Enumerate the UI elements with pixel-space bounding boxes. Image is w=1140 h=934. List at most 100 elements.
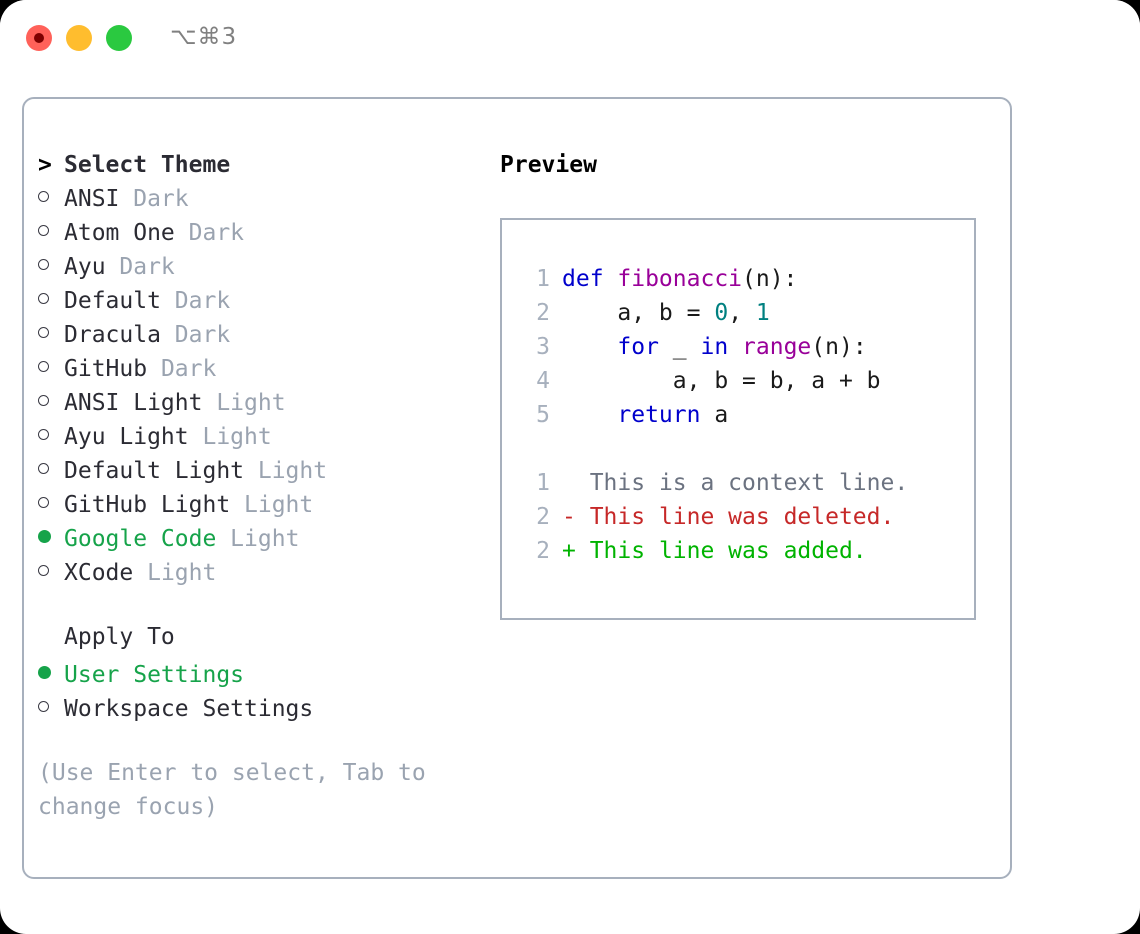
theme-option-label: Default: [64, 288, 161, 314]
theme-option-label: Default Light: [64, 458, 245, 484]
code-diff-spacer: [520, 436, 968, 470]
bullet-shape: [38, 327, 49, 338]
theme-option-github[interactable]: GitHub Dark: [38, 352, 488, 386]
radio-unselected-icon: [38, 420, 64, 454]
code-token-fn: fibonacci: [617, 266, 743, 292]
code-token-plain: (n):: [811, 334, 867, 360]
code-token-kw: for: [617, 334, 659, 360]
code-token-kw: in: [700, 334, 729, 360]
code-line: 2 a, b = 0, 1: [520, 300, 968, 334]
theme-option-label: GitHub: [64, 356, 148, 382]
code-token-plain: [562, 402, 617, 428]
diff-sign: [562, 470, 576, 496]
apply-to-header-label: Apply To: [64, 624, 175, 650]
theme-option-label: Ayu Light: [64, 424, 189, 450]
code-token-kw: return: [617, 402, 701, 428]
theme-option-variant: Light: [188, 424, 272, 450]
bullet-shape: [38, 666, 51, 679]
line-number: 4: [536, 368, 550, 394]
radio-unselected-icon: [38, 454, 64, 488]
theme-option-variant: Light: [216, 526, 300, 552]
code-token-plain: _: [658, 334, 701, 360]
bullet-shape: [38, 530, 51, 543]
radio-unselected-icon: [38, 386, 64, 420]
line-number: 1: [536, 470, 550, 496]
theme-option-variant: Dark: [147, 356, 217, 382]
section-spacer: [38, 590, 488, 624]
bullet-shape: [38, 225, 49, 236]
theme-option-label: Ayu: [64, 254, 106, 280]
theme-option-variant: Light: [230, 492, 314, 518]
maximize-button[interactable]: [106, 25, 132, 51]
keyboard-hint-text: (Use Enter to select, Tab to change focu…: [38, 760, 440, 820]
bullet-shape: [38, 293, 49, 304]
code-line-text: a, b = 0, 1: [562, 300, 769, 326]
radio-unselected-icon: [38, 692, 64, 726]
radio-selected-icon: [38, 658, 64, 692]
code-line-text: def fibonacci(n):: [562, 266, 797, 292]
theme-option-ayu[interactable]: Ayu Dark: [38, 250, 488, 284]
radio-unselected-icon: [38, 250, 64, 284]
apply-to-option-label: Workspace Settings: [64, 696, 314, 722]
radio-selected-icon: [38, 522, 64, 556]
diff-line-ctx: 1 This is a context line.: [520, 470, 968, 504]
diff-line-text: This is a context line.: [575, 470, 909, 496]
bullet-shape: [38, 701, 49, 712]
theme-option-ansi[interactable]: ANSI Dark: [38, 182, 488, 216]
code-token-num: 0: [714, 300, 729, 326]
recording-indicator-icon: [34, 33, 44, 43]
keyboard-shortcut-label: ⌥⌘3: [170, 24, 238, 50]
theme-option-variant: Dark: [119, 186, 189, 212]
theme-option-default-light[interactable]: Default Light Light: [38, 454, 488, 488]
theme-option-default[interactable]: Default Dark: [38, 284, 488, 318]
theme-option-label: Google Code: [64, 526, 217, 552]
bullet-shape: [38, 429, 49, 440]
bullet-shape: [38, 463, 49, 474]
bullet-shape: [38, 565, 49, 576]
line-number: 5: [536, 402, 550, 428]
theme-option-google-code[interactable]: Google Code Light: [38, 522, 488, 556]
select-theme-header-label: Select Theme: [64, 152, 231, 178]
theme-option-ansi-light[interactable]: ANSI Light Light: [38, 386, 488, 420]
code-token-plain: (n):: [742, 266, 798, 292]
theme-option-atom-one[interactable]: Atom One Dark: [38, 216, 488, 250]
theme-option-label: ANSI Light: [64, 390, 203, 416]
close-button[interactable]: [26, 25, 52, 51]
title-bar: ⌥⌘3: [0, 0, 1140, 78]
bullet-shape: [38, 497, 49, 508]
code-token-plain: [728, 334, 742, 360]
apply-to-option-user-settings[interactable]: User Settings: [38, 658, 488, 692]
code-token-fn: range: [742, 334, 812, 360]
theme-option-xcode[interactable]: XCode Light: [38, 556, 488, 590]
line-number: 2: [536, 504, 550, 530]
radio-unselected-icon: [38, 182, 64, 216]
code-token-plain: a, b = b, a + b: [562, 368, 881, 394]
theme-option-variant: Dark: [105, 254, 175, 280]
theme-option-label: XCode: [64, 560, 134, 586]
theme-option-github-light[interactable]: GitHub Light Light: [38, 488, 488, 522]
radio-unselected-icon: [38, 318, 64, 352]
radio-unselected-icon: [38, 488, 64, 522]
radio-unselected-icon: [38, 352, 64, 386]
code-line-text: for _ in range(n):: [562, 334, 867, 360]
diff-line-del: 2- This line was deleted.: [520, 504, 968, 538]
minimize-button[interactable]: [66, 25, 92, 51]
preview-title: Preview: [500, 152, 597, 178]
theme-option-variant: Light: [133, 560, 217, 586]
bullet-shape: [38, 259, 49, 270]
theme-option-label: Dracula: [64, 322, 161, 348]
theme-option-ayu-light[interactable]: Ayu Light Light: [38, 420, 488, 454]
radio-unselected-icon: [38, 284, 64, 318]
code-line: 4 a, b = b, a + b: [520, 368, 968, 402]
diff-sign: +: [562, 538, 576, 564]
theme-option-dracula[interactable]: Dracula Dark: [38, 318, 488, 352]
apply-to-header: Apply To: [38, 624, 488, 658]
apply-to-option-workspace-settings[interactable]: Workspace Settings: [38, 692, 488, 726]
line-number: 1: [536, 266, 550, 292]
